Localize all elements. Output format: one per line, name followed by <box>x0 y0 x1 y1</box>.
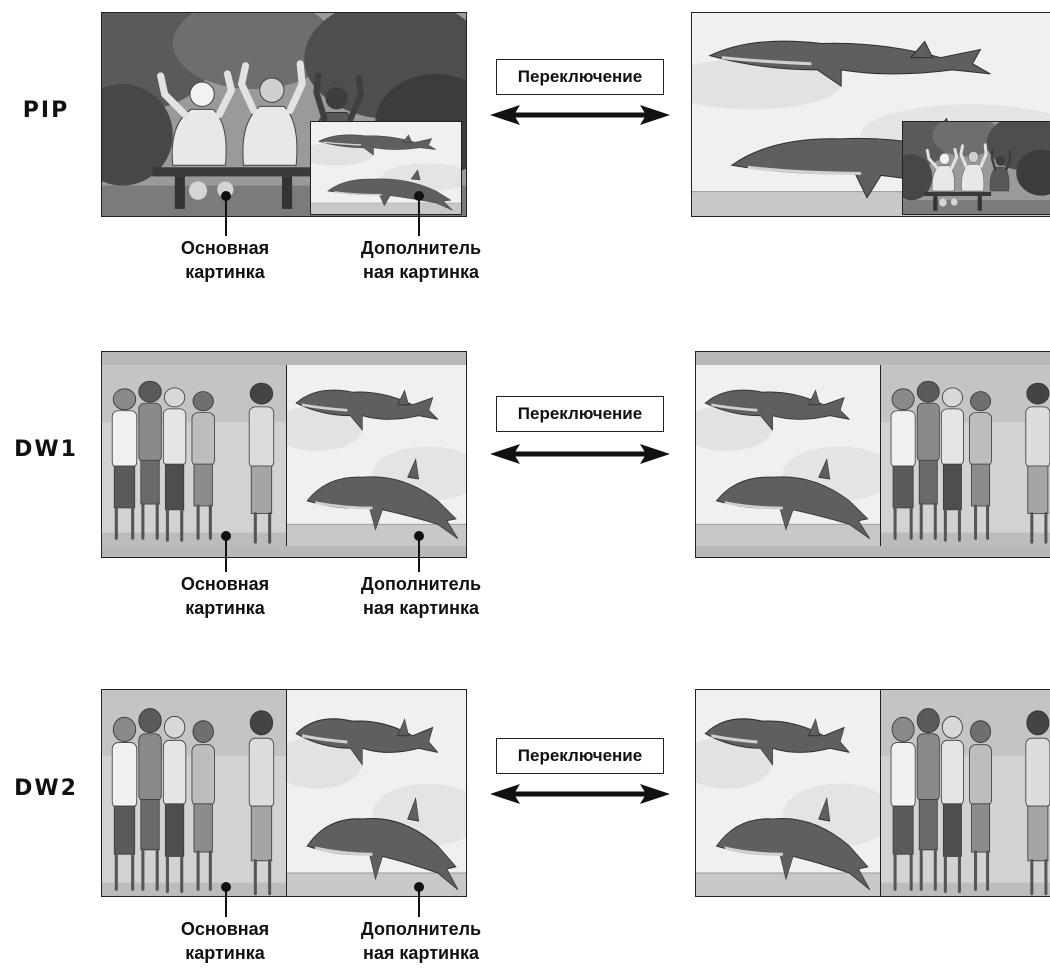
sub-picture-kids <box>881 690 1050 897</box>
dw2-screen-after <box>695 689 1050 897</box>
sub-picture-dolphins <box>287 690 467 897</box>
main-picture-kids <box>102 690 287 896</box>
switch-label-box-pip: Переключение <box>496 59 664 95</box>
sub-picture-dolphins <box>287 365 467 546</box>
main-picture-dolphins <box>696 365 881 546</box>
sub-picture-pointer <box>414 882 424 917</box>
main-picture-pointer <box>221 882 231 917</box>
sub-picture-dolphins-inset <box>310 121 462 215</box>
mode-label-dw1: DW1 <box>14 437 78 462</box>
swap-arrow-icon <box>490 105 670 125</box>
main-picture-pointer <box>221 191 231 236</box>
pip-screen-after <box>691 12 1050 217</box>
swap-arrow-icon <box>490 444 670 464</box>
sub-picture-pointer <box>414 531 424 572</box>
dw2-screen-before <box>101 689 467 897</box>
dw1-screen-before <box>101 351 467 558</box>
sub-picture-pointer <box>414 191 424 236</box>
switch-label-box-dw1: Переключение <box>496 396 664 432</box>
main-picture-kids <box>102 365 287 546</box>
dw1-screen-after <box>695 351 1050 558</box>
swap-arrow-icon <box>490 784 670 804</box>
mode-label-dw2: DW2 <box>14 776 78 801</box>
main-picture-dolphins <box>696 690 881 896</box>
pip-screen-before <box>101 12 467 217</box>
sub-picture-park-inset <box>902 121 1050 215</box>
mode-label-pip: PIP <box>22 98 70 123</box>
main-picture-pointer <box>221 531 231 572</box>
sub-picture-kids <box>881 365 1050 546</box>
switch-label-box-dw2: Переключение <box>496 738 664 774</box>
